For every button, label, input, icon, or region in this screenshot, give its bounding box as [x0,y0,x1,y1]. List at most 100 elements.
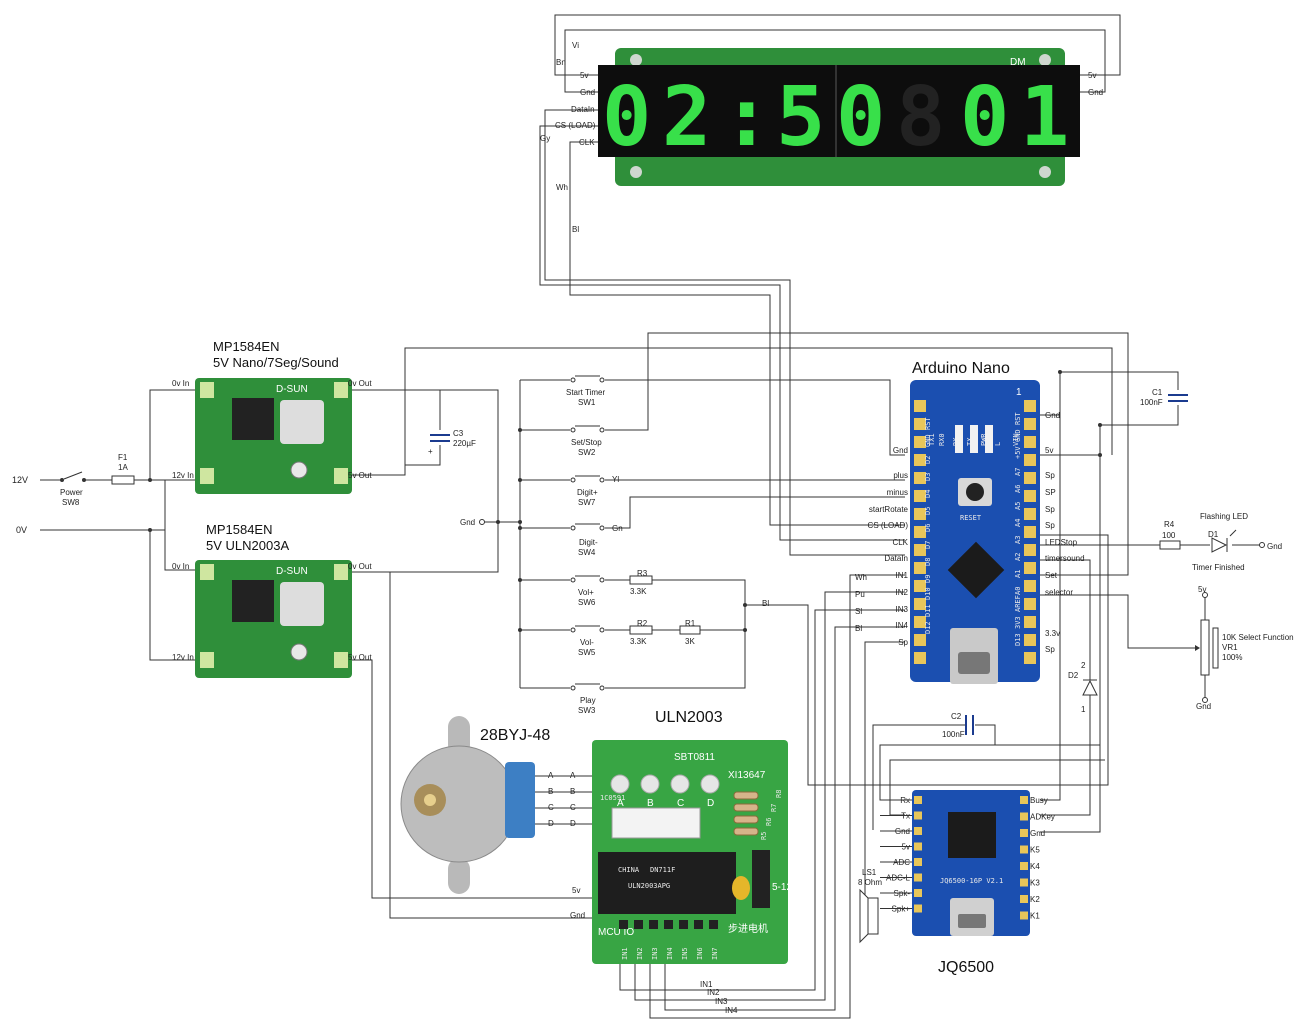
nano-pin-label: IN1 [896,571,909,580]
sw5-label: Vol- [580,638,594,647]
nano-silk-right: RST [1014,412,1022,425]
display-pin-5v: 5v [580,71,588,80]
nano-silk-left: D10 [924,587,932,600]
nano-silk-left: D7 [924,541,932,549]
label-0v: 0V [16,525,27,535]
uln-input-label: IN1 [621,947,629,960]
display-pin-5v-right: 5v [1088,71,1096,80]
wire-bl-nano: Bl [855,624,862,633]
uln-resistor-label: R8 [775,790,783,798]
uln-gnd: Gnd [570,911,585,920]
nano-silk-right: +5V [1014,446,1022,459]
nano-silk-right: A0 [1014,587,1022,595]
r1-value: 3K [685,637,695,646]
c2-value: 100nF [942,730,965,739]
sw4-label: Digit- [579,538,598,547]
nano-pin-label: 3.3v [1045,629,1060,638]
nano-left-wire-colors: Wh Pu Sl Bl [855,573,867,633]
switch-sw4: Digit- SW4 Gn [570,523,623,557]
mount-hole [1039,166,1051,178]
power-switch-id: SW8 [62,498,80,507]
wire-vi: Vi [572,41,579,50]
nano-silk-right: A2 [1014,553,1022,561]
wire-gn: Gn [612,524,623,533]
nano-silk-right: A4 [1014,519,1022,527]
nano-title: Arduino Nano [912,360,1010,377]
nano-pin-label: startRotate [869,505,909,514]
c3-id: C3 [453,429,464,438]
buck1-title: MP1584EN [213,339,279,354]
diode-d2: D2 2 1 [1068,661,1098,714]
c1-value: 100nF [1140,398,1163,407]
buck2-in0: 0v In [172,562,189,571]
jq-pin-label: Busy [1030,796,1048,805]
uln-title: ULN2003 [655,709,723,726]
uln-resistor-label: R5 [760,832,768,840]
nano-silk-left: D4 [924,490,932,498]
r3-id: R3 [637,569,648,578]
jq6500-board: JQ6500-16P V2.1 JQ6500 RxTxGnd5vADCADC-L… [858,790,1055,976]
buck2-brand: D-SUN [276,566,308,577]
nano-pin-label: Gnd [893,446,908,455]
nano-pin-label: CS (LOAD) [868,521,909,530]
resistor-ladder: R3 3.3K R2 3.3K R1 3K Bl [629,569,769,646]
sw6-label: Vol+ [578,588,594,597]
label-12v: 12V [12,475,28,485]
nano-silk-right: A6 [1014,485,1022,493]
buck1-out5: 5v Out [348,471,372,480]
uln-input-label: IN6 [696,947,704,960]
display-pin-datain: DataIn [571,105,595,114]
motor-pin-label: B [570,787,575,796]
display-digit: 0 [960,70,1009,165]
motor-pin-label: C [548,803,554,812]
led-gnd: Gnd [1267,542,1282,551]
nano-pin-label: IN3 [896,605,909,614]
display-digit: 1 [1020,70,1069,165]
gnd-label: Gnd [460,518,475,527]
nano-silk-right: 3V3 [1014,616,1022,629]
pot-id: VR1 [1222,643,1238,652]
uln-cn: 步进电机 [728,922,768,935]
sw3-id: SW3 [578,706,596,715]
uln-wire-in2: IN2 [707,988,720,997]
nano-silk-left: D2 [924,456,932,464]
wire-yl: Yl [612,475,619,484]
uln-wire-in4: IN4 [725,1006,738,1015]
fuse [111,475,135,485]
jq-pin-label: Gnd [1030,829,1045,838]
nano-pin-label: 5v [1045,446,1053,455]
uln-resistor-label: R6 [765,818,773,826]
nano-silk-right: A1 [1014,570,1022,578]
wire-gy: Gy [540,134,550,143]
sw1-label: Start Timer [566,388,605,397]
c1-id: C1 [1152,388,1163,397]
jq-pin-label: ADKey [1030,813,1055,822]
wire-pu-nano: Pu [855,590,865,599]
arduino-nano: Arduino Nano 1 RSTGNDD2D3D4D5D6D7D8D9D10… [910,360,1040,684]
wire-bl: Bl [572,225,579,234]
r3-value: 3.3K [630,587,647,596]
display-digit: 2 [662,70,711,165]
jq-pin-label: K1 [1030,912,1040,921]
jq-pin-label: K4 [1030,862,1040,871]
nano-silk-left: D11 [924,604,932,617]
capacitor-c2: C2 100nF [942,712,974,739]
buck1-brand: D-SUN [276,384,308,395]
motor-pin-label: A [570,771,576,780]
display-pin-clk: CLK [579,138,595,147]
nano-pin-label: Sp [1045,471,1055,480]
switch-sw6: Vol+ SW6 [570,575,605,607]
nano-silk-top: VIN [1012,433,1020,446]
uln-led-label: D [707,798,714,809]
display-pin-gnd-right: Gnd [1088,88,1103,97]
c3-value: 220µF [453,439,476,448]
uln-chip-part: ULN2003APG [628,882,670,890]
c3-polarity: + [428,447,433,456]
capacitor-c3: C3 220µF + [428,429,476,456]
nano-silk-right: D13 [1014,633,1022,646]
nano-reset: RESET [960,514,982,522]
uln-side-code: 1C0591 [600,794,625,802]
wire-wh: Wh [556,183,568,192]
r4-value: 100 [1162,531,1176,540]
